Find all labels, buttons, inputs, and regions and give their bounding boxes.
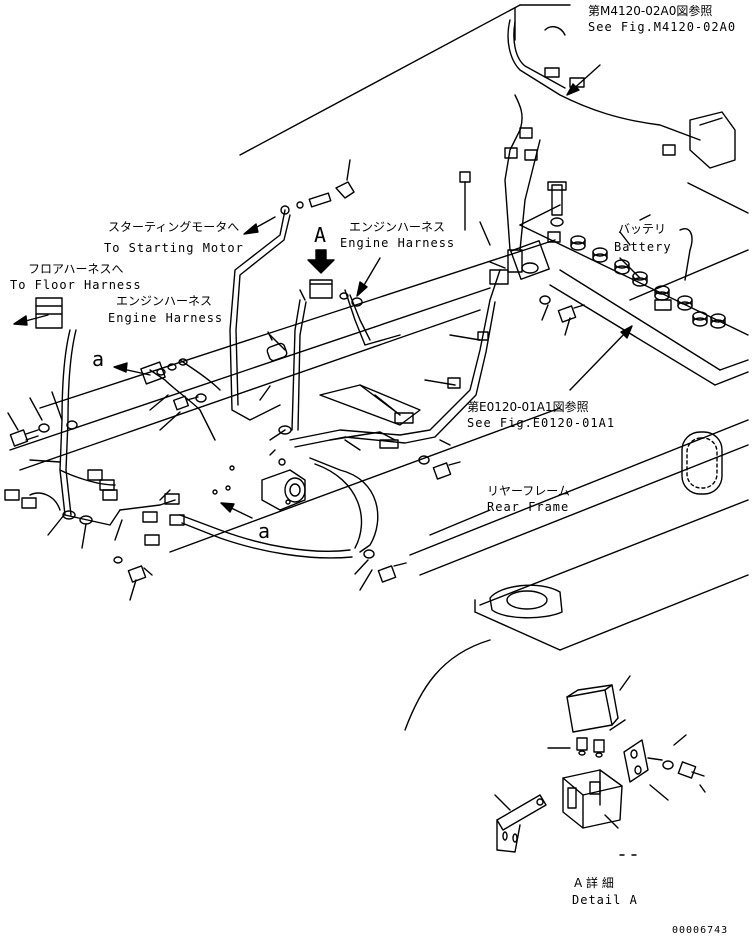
- detail-a-parts: [494, 675, 706, 856]
- drawing-number: 00006743: [672, 925, 729, 936]
- label-battery-ja: バッテリ: [618, 222, 667, 236]
- tow-eye: [489, 584, 563, 619]
- label-marker-a-lower: a: [258, 519, 271, 543]
- lower-bracket: [319, 384, 421, 441]
- label-floor-harness-ja: フロアハーネスへ: [28, 262, 124, 276]
- label-rear-frame-ja: リヤーフレーム: [487, 484, 570, 498]
- label-fig-e0120-en: See Fig.E0120-01A1: [467, 416, 616, 430]
- label-detail-a-ja: A 詳 細: [574, 876, 614, 890]
- bolts-washers: [9, 292, 585, 583]
- label-starting-motor-en: To Starting Motor: [104, 241, 244, 255]
- label-rear-frame-en: Rear Frame: [487, 500, 570, 514]
- label-fig-m4120-en: See Fig.M4120-02A0: [588, 20, 737, 34]
- access-hole: [681, 431, 723, 495]
- label-engine-harness-top-en: Engine Harness: [340, 236, 456, 250]
- relay-assembly: [212, 449, 306, 511]
- label-fig-e0120-ja: 第E0120-01A1図参照: [467, 400, 589, 414]
- label-battery-en: Battery: [614, 240, 672, 254]
- label-arrow-a: A: [314, 223, 327, 247]
- label-floor-harness-en: To Floor Harness: [10, 278, 142, 292]
- battery-cells: [547, 231, 726, 329]
- frame-outline: [9, 4, 749, 731]
- label-fig-m4120-ja: 第M4120-02A0図参照: [588, 4, 713, 18]
- label-detail-a-en: Detail A: [572, 893, 638, 907]
- connectors: [4, 240, 550, 546]
- label-starting-motor-ja: スターティングモータへ: [108, 220, 240, 234]
- label-marker-a-upper: a: [92, 347, 105, 371]
- top-bolt-terminal: [280, 159, 567, 231]
- label-engine-harness-left-ja: エンジンハーネス: [116, 294, 213, 308]
- cab-harness: [504, 19, 736, 281]
- label-engine-harness-top-ja: エンジンハーネス: [349, 220, 446, 234]
- pointer-arrows: [13, 64, 641, 536]
- access-hole-inner: [686, 437, 718, 489]
- label-engine-harness-left-en: Engine Harness: [108, 311, 224, 325]
